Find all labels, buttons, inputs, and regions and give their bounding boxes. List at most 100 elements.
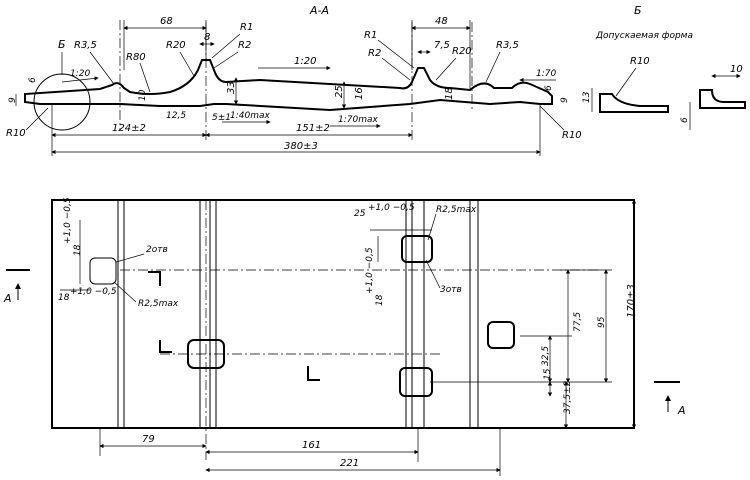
slope-arrow-left — [61, 76, 99, 83]
hole-left — [89, 257, 117, 285]
dim-124-label: 124±2 — [112, 123, 146, 134]
dim-slope-120-top: 1:20 — [294, 56, 316, 67]
dim-h6-right: 6 — [544, 85, 554, 91]
leader-r35-left — [89, 51, 115, 85]
section-title: А-А — [309, 4, 329, 17]
dim-221: 221 — [340, 458, 359, 469]
plate-outline — [51, 199, 635, 429]
detail-r10-leader — [615, 67, 637, 97]
section-profile — [24, 59, 553, 112]
leader-r1-right — [377, 39, 415, 69]
dim-slope-140max: 1:40max — [230, 111, 270, 121]
dim-r35-left: R3,5 — [74, 40, 97, 51]
dim-r1-right: R1 — [364, 30, 377, 41]
dim-h9-right: 9 — [560, 97, 570, 103]
dim-r20-left: R20 — [166, 40, 186, 51]
detail-w10: 10 — [730, 64, 743, 75]
dim-hole-left-w: 18 — [58, 293, 70, 303]
leader-2-holes — [115, 253, 145, 263]
dim-r20-right: R20 — [452, 46, 472, 57]
dim-375: 37,5±2 — [563, 380, 573, 414]
leader-r1-left — [211, 33, 241, 59]
dim-r80: R80 — [126, 52, 146, 63]
dim-r10-left: R10 — [6, 128, 26, 139]
dim-w125: 12,5 — [166, 111, 186, 121]
leader-r25max-left — [113, 281, 137, 303]
dim-w5: 5±1 — [212, 113, 231, 123]
detail-marker: Б — [58, 38, 66, 51]
detail-h6: 6 — [680, 117, 690, 123]
leader-r20-left — [179, 51, 195, 77]
cut-mark-3 — [307, 366, 320, 381]
cut-label-right: А — [677, 404, 686, 417]
hole-right-top — [401, 235, 433, 263]
label-2-holes: 2отв — [146, 245, 168, 255]
leader-r2-right — [381, 57, 411, 81]
label-3-holes: 3отв — [440, 285, 462, 295]
cut-label-left: А — [3, 292, 12, 305]
dim-hole-left-h: 18 — [73, 244, 83, 256]
dim-775: 77,5 — [573, 312, 583, 332]
leader-r80 — [139, 62, 151, 93]
dim-r25max-right: R2,5max — [436, 205, 477, 215]
dim-hole-right-w-tol: +1,0 −0,5 — [368, 203, 415, 213]
dim-w75: 7,5 — [434, 40, 450, 51]
dim-hole-right-h: 18 — [375, 294, 385, 306]
dim-r2-right: R2 — [368, 48, 381, 59]
rib-lines — [117, 200, 479, 428]
dim-hole-left-h-tol: +1,0 −0,5 — [63, 197, 73, 244]
leader-3-holes — [425, 259, 441, 289]
detail-title: Б — [634, 4, 642, 17]
dim-161: 161 — [302, 440, 321, 451]
cut-mark-2 — [159, 340, 172, 353]
dim-hole-right-w: 25 — [354, 209, 366, 219]
dim-h18: 18 — [444, 87, 455, 100]
leader-r35-right — [485, 51, 501, 83]
leader-r10-right — [539, 105, 565, 131]
section-a-a: А-А Б 68 48 R3,5 R80 R20 8 R1 R2 R1 — [6, 4, 582, 156]
leader-r10-left — [25, 107, 49, 131]
detail-subtitle: Допускаемая форма — [595, 31, 693, 41]
dim-w8: 8 — [204, 32, 210, 43]
dim-slope-170max: 1:70max — [338, 115, 378, 125]
dim-r35-right: R3,5 — [496, 40, 519, 51]
detail-profile-1 — [599, 93, 669, 113]
dim-15: 15 — [543, 368, 553, 380]
dim-48-label: 48 — [435, 16, 448, 27]
dim-r25max-left: R2,5max — [138, 299, 179, 309]
hole-right-bottom — [399, 367, 433, 397]
bottom-dims: 79 161 221 — [99, 428, 501, 476]
dim-slope-120-left: 1:20 — [70, 69, 90, 79]
left-hole-dims: 18 +1,0 −0,5 18 +1,0 −0,5 2отв R2,5max — [58, 197, 179, 309]
dim-hole-right-h-tol: +1,0 −0,5 — [365, 247, 375, 294]
dim-170: 170±3 — [626, 284, 637, 318]
dim-r10-right: R10 — [562, 130, 582, 141]
detail-r10: R10 — [630, 56, 650, 67]
dim-95: 95 — [597, 316, 607, 328]
hole-far-right — [487, 321, 515, 349]
right-hole-dims: 25 +1,0 −0,5 R2,5max 3отв 18 +1,0 −0,5 — [354, 203, 477, 306]
cut-mark-1 — [148, 271, 161, 286]
dim-151-label: 151±2 — [296, 123, 330, 134]
dim-h25: 25 — [334, 85, 345, 98]
dim-380-label: 380±3 — [284, 141, 318, 152]
dim-h10-left: 10 — [138, 89, 148, 101]
dim-r1-left: R1 — [240, 22, 253, 33]
detail-h13: 13 — [582, 91, 592, 103]
leader-r2-left — [213, 51, 239, 69]
detail-b: Б Допускаемая форма R10 13 10 6 — [582, 4, 746, 130]
dim-slope-170: 1:70 — [536, 69, 556, 79]
dim-68-label: 68 — [160, 16, 173, 27]
detail-circle-b — [33, 73, 91, 131]
plan-view: А А 18 +1,0 −0,5 18 +1,0 −0,5 2отв R2,5m… — [3, 197, 686, 476]
dim-325: 32,5 — [541, 346, 551, 366]
leader-r25max-right — [427, 213, 437, 241]
dim-h33: 33 — [226, 81, 237, 94]
leader-r20-right — [435, 57, 457, 81]
dim-h9-left: 9 — [8, 97, 18, 103]
dim-hole-left-w-tol: +1,0 −0,5 — [70, 287, 117, 297]
dim-79: 79 — [142, 434, 155, 445]
dim-h16: 16 — [354, 87, 365, 100]
detail-profile-2 — [699, 89, 746, 109]
